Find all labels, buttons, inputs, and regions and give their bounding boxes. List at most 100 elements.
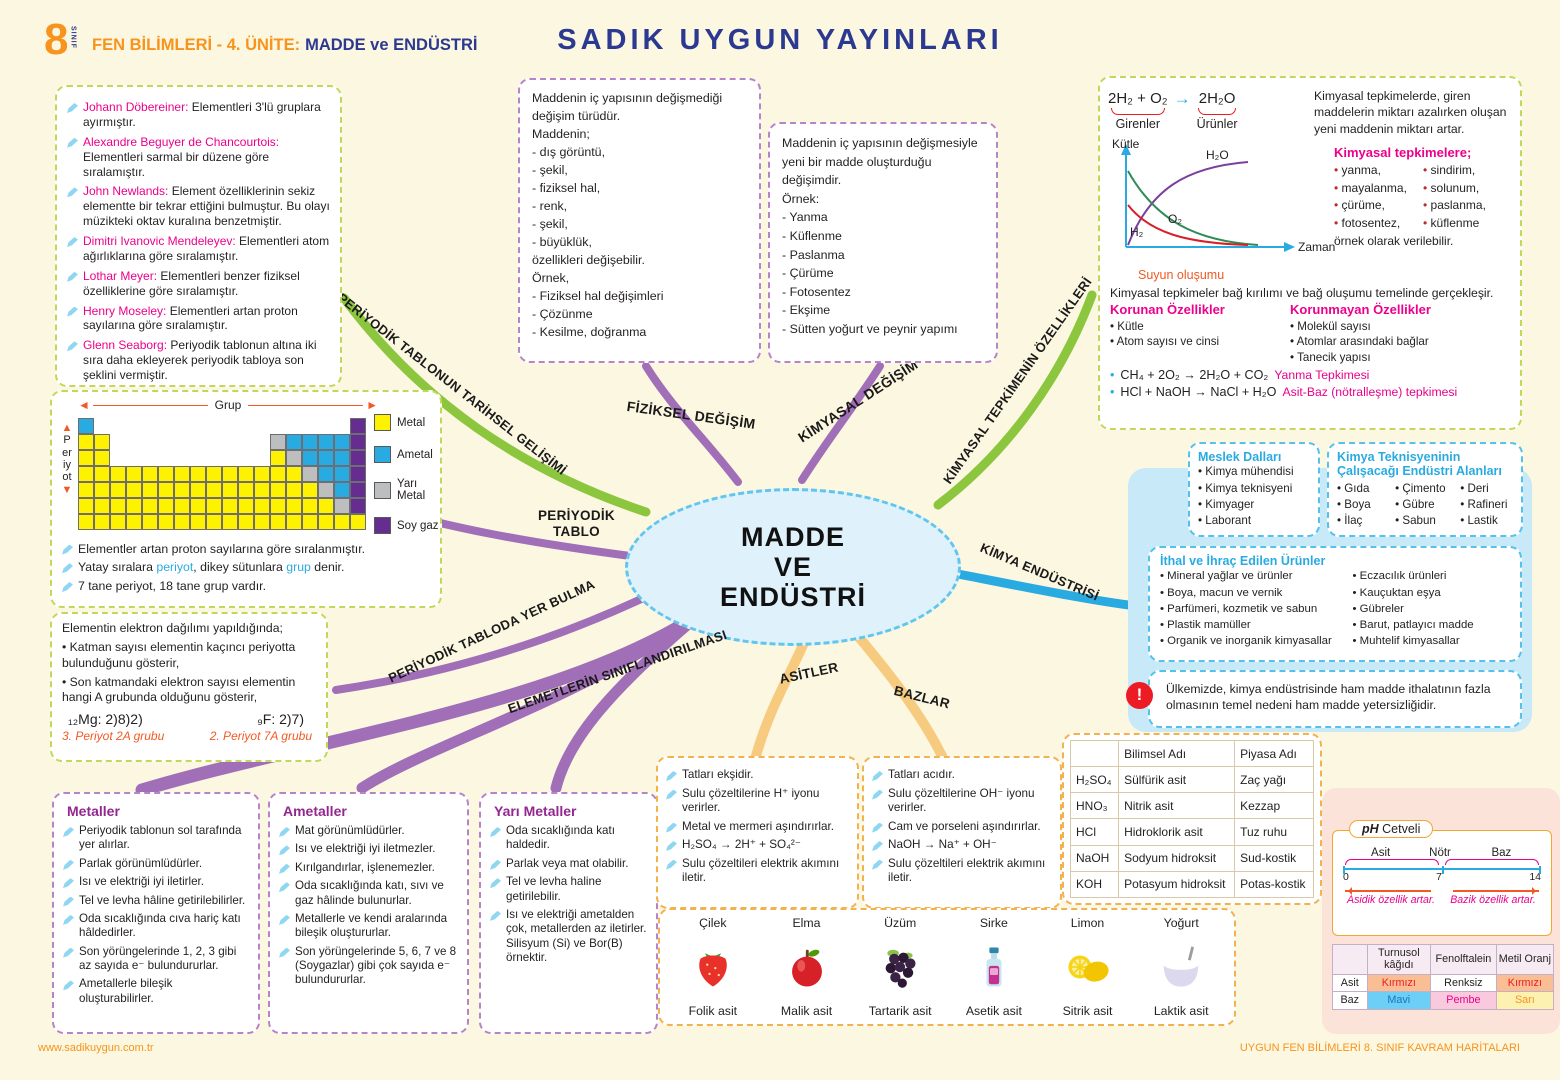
reaction-type: çürüme, xyxy=(1334,197,1423,214)
pencil-icon xyxy=(63,859,74,870)
table-row: NaOH Sodyum hidroksit Sud-kostik xyxy=(1069,844,1314,872)
legend-item: Yarı Metal xyxy=(374,478,440,502)
text-line: - Yanma xyxy=(782,210,828,225)
acid-property: Sulu çözeltilerine H⁺ iyonu verirler. xyxy=(666,787,849,816)
pencil-icon xyxy=(63,878,74,889)
acid-sources-box: Çilek Folik asit Elma Malik asit Üzüm xyxy=(658,908,1236,1026)
ph-number-line xyxy=(1343,866,1541,874)
publisher-title: SADIK UYGUN YAYINLARI xyxy=(557,24,1003,56)
scientists-box: Johann Döbereiner: Elementleri 3'lü grup… xyxy=(55,85,342,387)
mass-time-graph: Kütle H₂O O₂ H₂ Zaman xyxy=(1112,137,1335,254)
scientist-item: Lothar Meyer: Elementleri benzer fizikse… xyxy=(67,269,330,299)
reaction-type: solunum, xyxy=(1423,180,1512,197)
reaction-properties-box: 2H₂ + O₂ Girenler → 2H₂O Ürünler Kimyasa… xyxy=(1098,76,1522,430)
property-item: Isı ve elektriği ametalden çok, metaller… xyxy=(490,908,647,966)
chemical-change-box: Maddenin iç yapısının değişmesiyle yeni … xyxy=(768,122,998,363)
scientist-item: Johann Döbereiner: Elementleri 3'lü grup… xyxy=(67,100,330,130)
pencil-icon xyxy=(62,544,73,555)
metalloids-box: Yarı Metaller Oda sıcaklığında katı hald… xyxy=(479,792,658,1034)
pencil-icon xyxy=(67,341,78,352)
pencil-icon xyxy=(67,187,78,198)
pencil-icon xyxy=(67,237,78,247)
pencil-icon xyxy=(63,914,74,925)
career-item: Kimya mühendisi xyxy=(1198,464,1310,480)
pencil-icon xyxy=(67,271,78,282)
career-item: Kimyager xyxy=(1198,497,1310,513)
acid-property: Metal ve mermeri aşındırırlar. xyxy=(666,820,849,835)
property-item: Ametallerle bileşik oluşturabilirler. xyxy=(63,977,249,1006)
pencil-icon xyxy=(666,859,677,870)
base-property: Tatları acıdır. xyxy=(872,768,1052,783)
grade-side-label: SINIF xyxy=(69,26,77,49)
arrow-left-icon: ◄ xyxy=(78,398,90,412)
pencil-icon xyxy=(666,771,677,781)
electron-configs: ₁₂Mg: 2)8)2) ₉F: 2)7) xyxy=(68,711,304,728)
text-line: - şekil, xyxy=(532,162,568,177)
bases-box: Tatları acıdır. Sulu çözeltilerine OH⁻ iy… xyxy=(862,756,1062,909)
trade-item: Eczacılık ürünleri xyxy=(1353,568,1511,584)
table-row: H₂SO₄ Sülfürik asit Zaç yağı xyxy=(1069,766,1314,794)
scientist-item: John Newlands: Element özelliklerinin se… xyxy=(67,184,330,229)
pencil-icon xyxy=(279,882,290,893)
property-item: Mat görünümlüdürler. xyxy=(279,824,458,838)
property-item: Tel ve levha haline getirilebilir. xyxy=(490,875,647,904)
pencil-icon xyxy=(279,914,290,925)
pencil-icon xyxy=(872,822,883,833)
fruit-item: Limon Sitrik asit xyxy=(1062,916,1113,1018)
reaction-type: küflenme xyxy=(1423,215,1512,232)
graph-caption: Suyun oluşumu xyxy=(1138,268,1225,283)
text-line: özellikleri değişebilir. xyxy=(532,252,645,267)
arrow-down-icon: ▼ xyxy=(61,483,73,496)
reaction-type: sindirim, xyxy=(1423,162,1512,179)
trade-item: Organik ve inorganik kimyasallar xyxy=(1160,633,1353,649)
fruit-item: Yoğurt Laktik asit xyxy=(1153,916,1209,1018)
pencil-icon xyxy=(872,771,883,781)
pencil-icon xyxy=(666,789,677,800)
base-property: Sulu çözeltilerine OH⁻ iyonu verirler. xyxy=(872,787,1052,816)
course-title: FEN BİLİMLERİ - 4. ÜNİTE:MADDE ve ENDÜST… xyxy=(92,36,478,54)
area-item: İlaç xyxy=(1337,513,1395,529)
grapes-icon xyxy=(885,949,916,988)
table-row: KOH Potasyum hidroksit Potas-kostik xyxy=(1069,870,1314,899)
arrow-left-icon xyxy=(1345,886,1431,895)
pencil-icon xyxy=(872,859,883,870)
area-item: Çimento xyxy=(1395,481,1460,497)
water-equation: 2H₂ + O₂ Girenler → 2H₂O Ürünler xyxy=(1108,89,1238,131)
text-line: - Çözünme xyxy=(532,306,593,321)
text-line: - Fotosentez xyxy=(782,284,851,299)
fruit-item: Sirke Asetik asit xyxy=(965,916,1022,1018)
property-item: Tel ve levha hâline getirilebilirler. xyxy=(63,894,249,908)
indicator-table: Turnusol kâğıdı Fenolftalein Metil Oranj… xyxy=(1332,944,1555,1010)
svg-text:H₂: H₂ xyxy=(1130,225,1144,239)
arrow-right-icon xyxy=(1453,886,1539,895)
property-item: Oda sıcaklığında katı haldedir. xyxy=(490,824,647,853)
physical-change-box: Maddenin iç yapısının değişmediği değişi… xyxy=(518,78,761,363)
trade-item: Barut, patlayıcı madde xyxy=(1353,617,1511,633)
text-line: Örnek: xyxy=(782,191,820,206)
warning-icon: ! xyxy=(1126,682,1153,709)
scientist-item: Dimitri Ivanovic Mendeleyev: Elementleri… xyxy=(67,234,330,264)
legend-item: Ametal xyxy=(374,446,440,463)
table-header-row: Bilimsel Adı Piyasa Adı xyxy=(1069,739,1314,768)
pencil-icon xyxy=(63,896,74,907)
text-line: Maddenin iç yapısının değişmesiyle yeni … xyxy=(782,136,978,188)
property-item: Son yörüngelerinde 5, 6, 7 ve 8 (Soygazl… xyxy=(279,945,458,988)
pencil-icon xyxy=(872,841,883,851)
brace xyxy=(1198,108,1237,115)
pencil-icon xyxy=(62,563,73,574)
strawberry-icon xyxy=(699,953,727,987)
acid-names-table-box: Bilimsel Adı Piyasa Adı H₂SO₄ Sülfürik a… xyxy=(1062,733,1322,905)
property-item: Parlak veya mat olabilir. xyxy=(490,857,647,871)
svg-text:O₂: O₂ xyxy=(1168,212,1182,226)
trade-item: Parfümeri, kozmetik ve sabun xyxy=(1160,601,1353,617)
area-item: Lastik xyxy=(1460,513,1513,529)
text-line: Maddenin iç yapısının değişmediği değişi… xyxy=(532,91,723,123)
website-link: www.sadikuygun.com.tr xyxy=(38,1042,154,1054)
svg-text:Kütle: Kütle xyxy=(1112,137,1140,151)
nonmetals-box: Ametaller Mat görünümlüdürler. Isı ve el… xyxy=(268,792,469,1034)
text-line: - Çürüme xyxy=(782,266,834,281)
trade-item: Mineral yağlar ve ürünler xyxy=(1160,568,1353,584)
pencil-icon xyxy=(666,841,677,851)
pencil-icon xyxy=(62,581,73,592)
